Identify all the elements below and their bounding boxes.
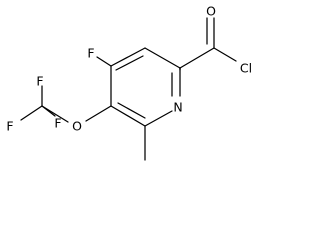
bonds bbox=[20, 17, 237, 161]
atom-label-ring-nitrogen: N bbox=[173, 100, 182, 115]
bond-cf3-f-bottom bbox=[41, 105, 56, 117]
bond-ring-c3-c4-inner bbox=[115, 55, 144, 71]
atom-label-ether-oxygen: O bbox=[72, 119, 82, 134]
atom-label-cf3-f-bottom: F bbox=[54, 116, 61, 131]
bond-ring-c5-c6 bbox=[110, 105, 146, 127]
atom-label-fluoro: F bbox=[87, 46, 94, 61]
atom-label-cf3-f-top: F bbox=[36, 74, 43, 89]
bond-ring-c3-c2 bbox=[144, 47, 181, 69]
atom-labels: F O Cl N O F F F bbox=[6, 4, 252, 134]
bond-ring-c6-n bbox=[144, 110, 173, 127]
bond-c5-ether-oxygen bbox=[85, 105, 112, 122]
bond-cf3-f-left bbox=[20, 105, 43, 121]
atom-label-carbonyl-oxygen: O bbox=[206, 4, 216, 19]
atom-label-cf3-f-left: F bbox=[6, 119, 13, 134]
bond-c4-fluoro bbox=[96, 56, 112, 67]
atom-label-chlorine: Cl bbox=[240, 61, 252, 76]
bond-ring-c5-c6-inner bbox=[117, 102, 146, 119]
bond-carbonyl-chlorine bbox=[213, 47, 237, 62]
bond-c2-carbonyl bbox=[179, 47, 215, 69]
bond-ring-c3-c4 bbox=[110, 47, 146, 67]
chemical-structure: F O Cl N O F F F bbox=[6, 4, 252, 161]
